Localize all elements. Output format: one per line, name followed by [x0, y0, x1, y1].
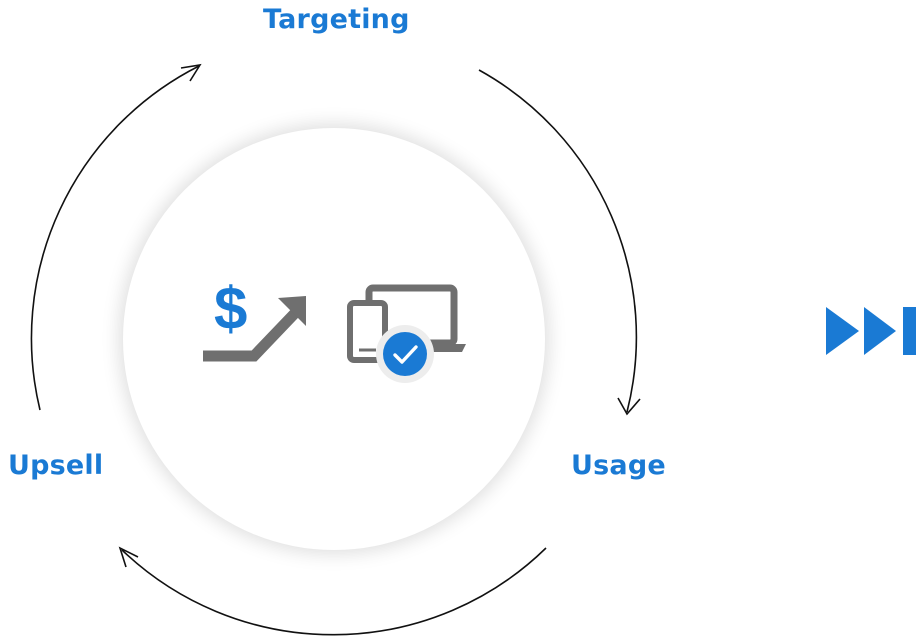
stage-label-usage: Usage: [571, 450, 666, 481]
stage-label-targeting: Targeting: [263, 4, 410, 35]
devices-checkmark-icon: [347, 284, 466, 383]
arc-arrow-upsell-to-targeting: [30, 63, 202, 411]
stage-label-upsell: Upsell: [8, 450, 104, 481]
center-circle: [123, 128, 545, 550]
skip-forward-icon: [826, 307, 916, 355]
dollar-upward-trend-icon: $: [203, 275, 306, 362]
arc-arrow-targeting-to-usage: [478, 69, 641, 416]
arc-arrow-usage-to-upsell: [118, 546, 547, 636]
dollar-symbol: $: [214, 275, 247, 342]
skip-forward-button[interactable]: [822, 303, 917, 359]
